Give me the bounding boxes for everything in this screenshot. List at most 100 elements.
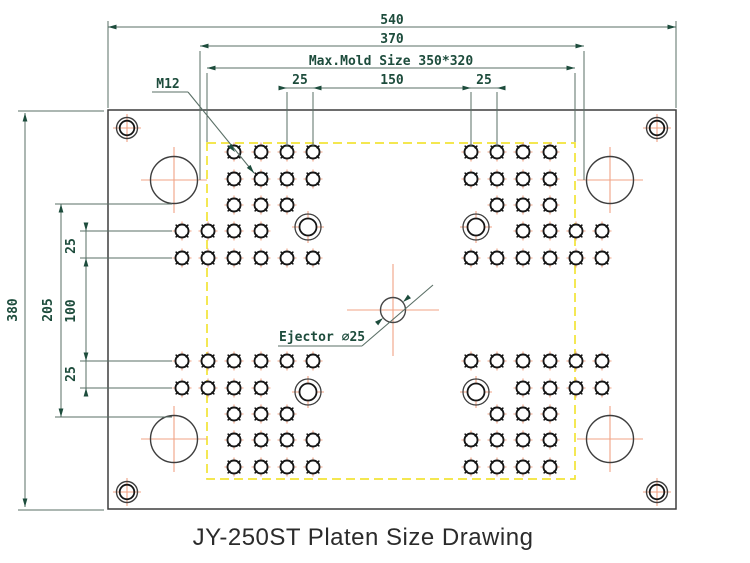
counterbore-hole: [292, 211, 324, 243]
counterbore-hole: [460, 211, 492, 243]
dimension-arrowhead: [83, 258, 89, 267]
corner-hole: [113, 478, 141, 506]
tie-bar-hole: [141, 406, 207, 472]
dimension-arrowhead: [58, 204, 64, 213]
tapped-hole-m12: [277, 457, 297, 477]
tapped-hole-m12: [224, 404, 244, 424]
tapped-hole-m12: [513, 248, 533, 268]
tapped-hole-m12: [592, 248, 612, 268]
dimension-arrowhead: [83, 388, 89, 397]
tapped-hole-m12: [461, 430, 481, 450]
dim-hole-pitch-top-right: 25: [476, 73, 492, 88]
dimension-arrowhead: [403, 294, 411, 302]
tapped-hole-m12: [251, 378, 271, 398]
dimension-arrowhead: [22, 113, 28, 122]
tapped-hole-m12: [487, 457, 507, 477]
tapped-hole-m12: [487, 430, 507, 450]
dimension-arrowhead: [108, 24, 117, 30]
tapped-hole-m12: [540, 248, 560, 268]
dimension-lines: [18, 21, 677, 511]
dimension-arrowhead: [462, 85, 471, 91]
drawing-title: JY-250ST Platen Size Drawing: [193, 524, 534, 551]
tapped-hole-m12: [487, 404, 507, 424]
dimension-arrowhead: [58, 408, 64, 417]
hole-pattern: [113, 114, 671, 506]
tapped-hole-m12: [251, 404, 271, 424]
tapped-hole-m12: [224, 195, 244, 215]
dim-platen-width: 540: [380, 13, 404, 28]
dimension-arrowhead: [200, 43, 209, 49]
tapped-hole-m12: [303, 430, 323, 450]
tapped-hole-m12: [277, 195, 297, 215]
dimension-arrowhead: [313, 85, 322, 91]
tapped-hole-m12: [224, 248, 244, 268]
tapped-hole-m12: [251, 142, 271, 162]
dim-hole-pitch-left-top: 25: [64, 238, 79, 254]
dimension-arrowhead: [497, 85, 506, 91]
corner-hole: [643, 114, 671, 142]
tapped-hole-m12: [592, 378, 612, 398]
tapped-hole-m12: [172, 378, 192, 398]
tapped-hole-m12: [461, 248, 481, 268]
tapped-hole-m12: [513, 457, 533, 477]
tapped-hole-m12: [303, 351, 323, 371]
tapped-hole-m12: [540, 195, 560, 215]
tapped-hole-m12: [487, 169, 507, 189]
tapped-hole-m12: [566, 351, 586, 371]
dim-hole-pitch-top-left: 25: [292, 73, 308, 88]
tapped-hole-m12: [461, 457, 481, 477]
tapped-hole-m12: [540, 457, 560, 477]
tie-bar-hole: [141, 147, 207, 213]
tapped-hole-m12: [251, 248, 271, 268]
label-thread-spec: M12: [156, 77, 179, 92]
counterbore-hole: [292, 376, 324, 408]
tapped-hole-m12: [513, 169, 533, 189]
dimension-arrowhead: [227, 143, 235, 152]
tapped-hole-m12: [198, 378, 218, 398]
tapped-hole-m12: [277, 430, 297, 450]
tapped-hole-m12: [487, 195, 507, 215]
tapped-hole-m12: [513, 142, 533, 162]
tapped-hole-m12: [251, 169, 271, 189]
tapped-hole-m12: [277, 248, 297, 268]
tapped-hole-m12: [172, 248, 192, 268]
dimension-arrowhead: [207, 65, 216, 71]
tapped-hole-m12: [198, 221, 218, 241]
tapped-hole-m12: [566, 378, 586, 398]
tapped-hole-m12: [224, 457, 244, 477]
counterbore-hole: [460, 376, 492, 408]
tapped-hole-m12: [277, 169, 297, 189]
tapped-hole-m12: [540, 169, 560, 189]
tapped-hole-m12: [224, 169, 244, 189]
tapped-hole-m12: [251, 351, 271, 371]
tapped-hole-m12: [487, 351, 507, 371]
tapped-hole-m12: [540, 351, 560, 371]
dim-platen-height: 380: [6, 298, 21, 322]
tapped-hole-m12: [251, 430, 271, 450]
dimension-arrowhead: [22, 498, 28, 507]
tapped-hole-m12: [277, 404, 297, 424]
tapped-hole-m12: [251, 457, 271, 477]
tapped-hole-m12: [224, 430, 244, 450]
tapped-hole-m12: [513, 221, 533, 241]
tapped-hole-m12: [540, 404, 560, 424]
tapped-hole-m12: [251, 195, 271, 215]
tapped-hole-m12: [513, 351, 533, 371]
tapped-hole-m12: [592, 221, 612, 241]
tapped-hole-m12: [566, 248, 586, 268]
label-max-mold-size: Max.Mold Size 350*320: [309, 54, 474, 69]
dimension-arrowhead: [83, 222, 89, 231]
tapped-hole-m12: [198, 351, 218, 371]
tapped-hole-m12: [487, 248, 507, 268]
tie-bar-hole: [577, 147, 643, 213]
dimension-arrowhead: [667, 24, 676, 30]
tapped-hole-m12: [540, 221, 560, 241]
max-mold-area: [206, 142, 576, 480]
tapped-hole-m12: [303, 457, 323, 477]
tapped-hole-m12: [540, 430, 560, 450]
tapped-hole-m12: [198, 248, 218, 268]
tapped-hole-m12: [224, 351, 244, 371]
tapped-hole-m12: [513, 378, 533, 398]
